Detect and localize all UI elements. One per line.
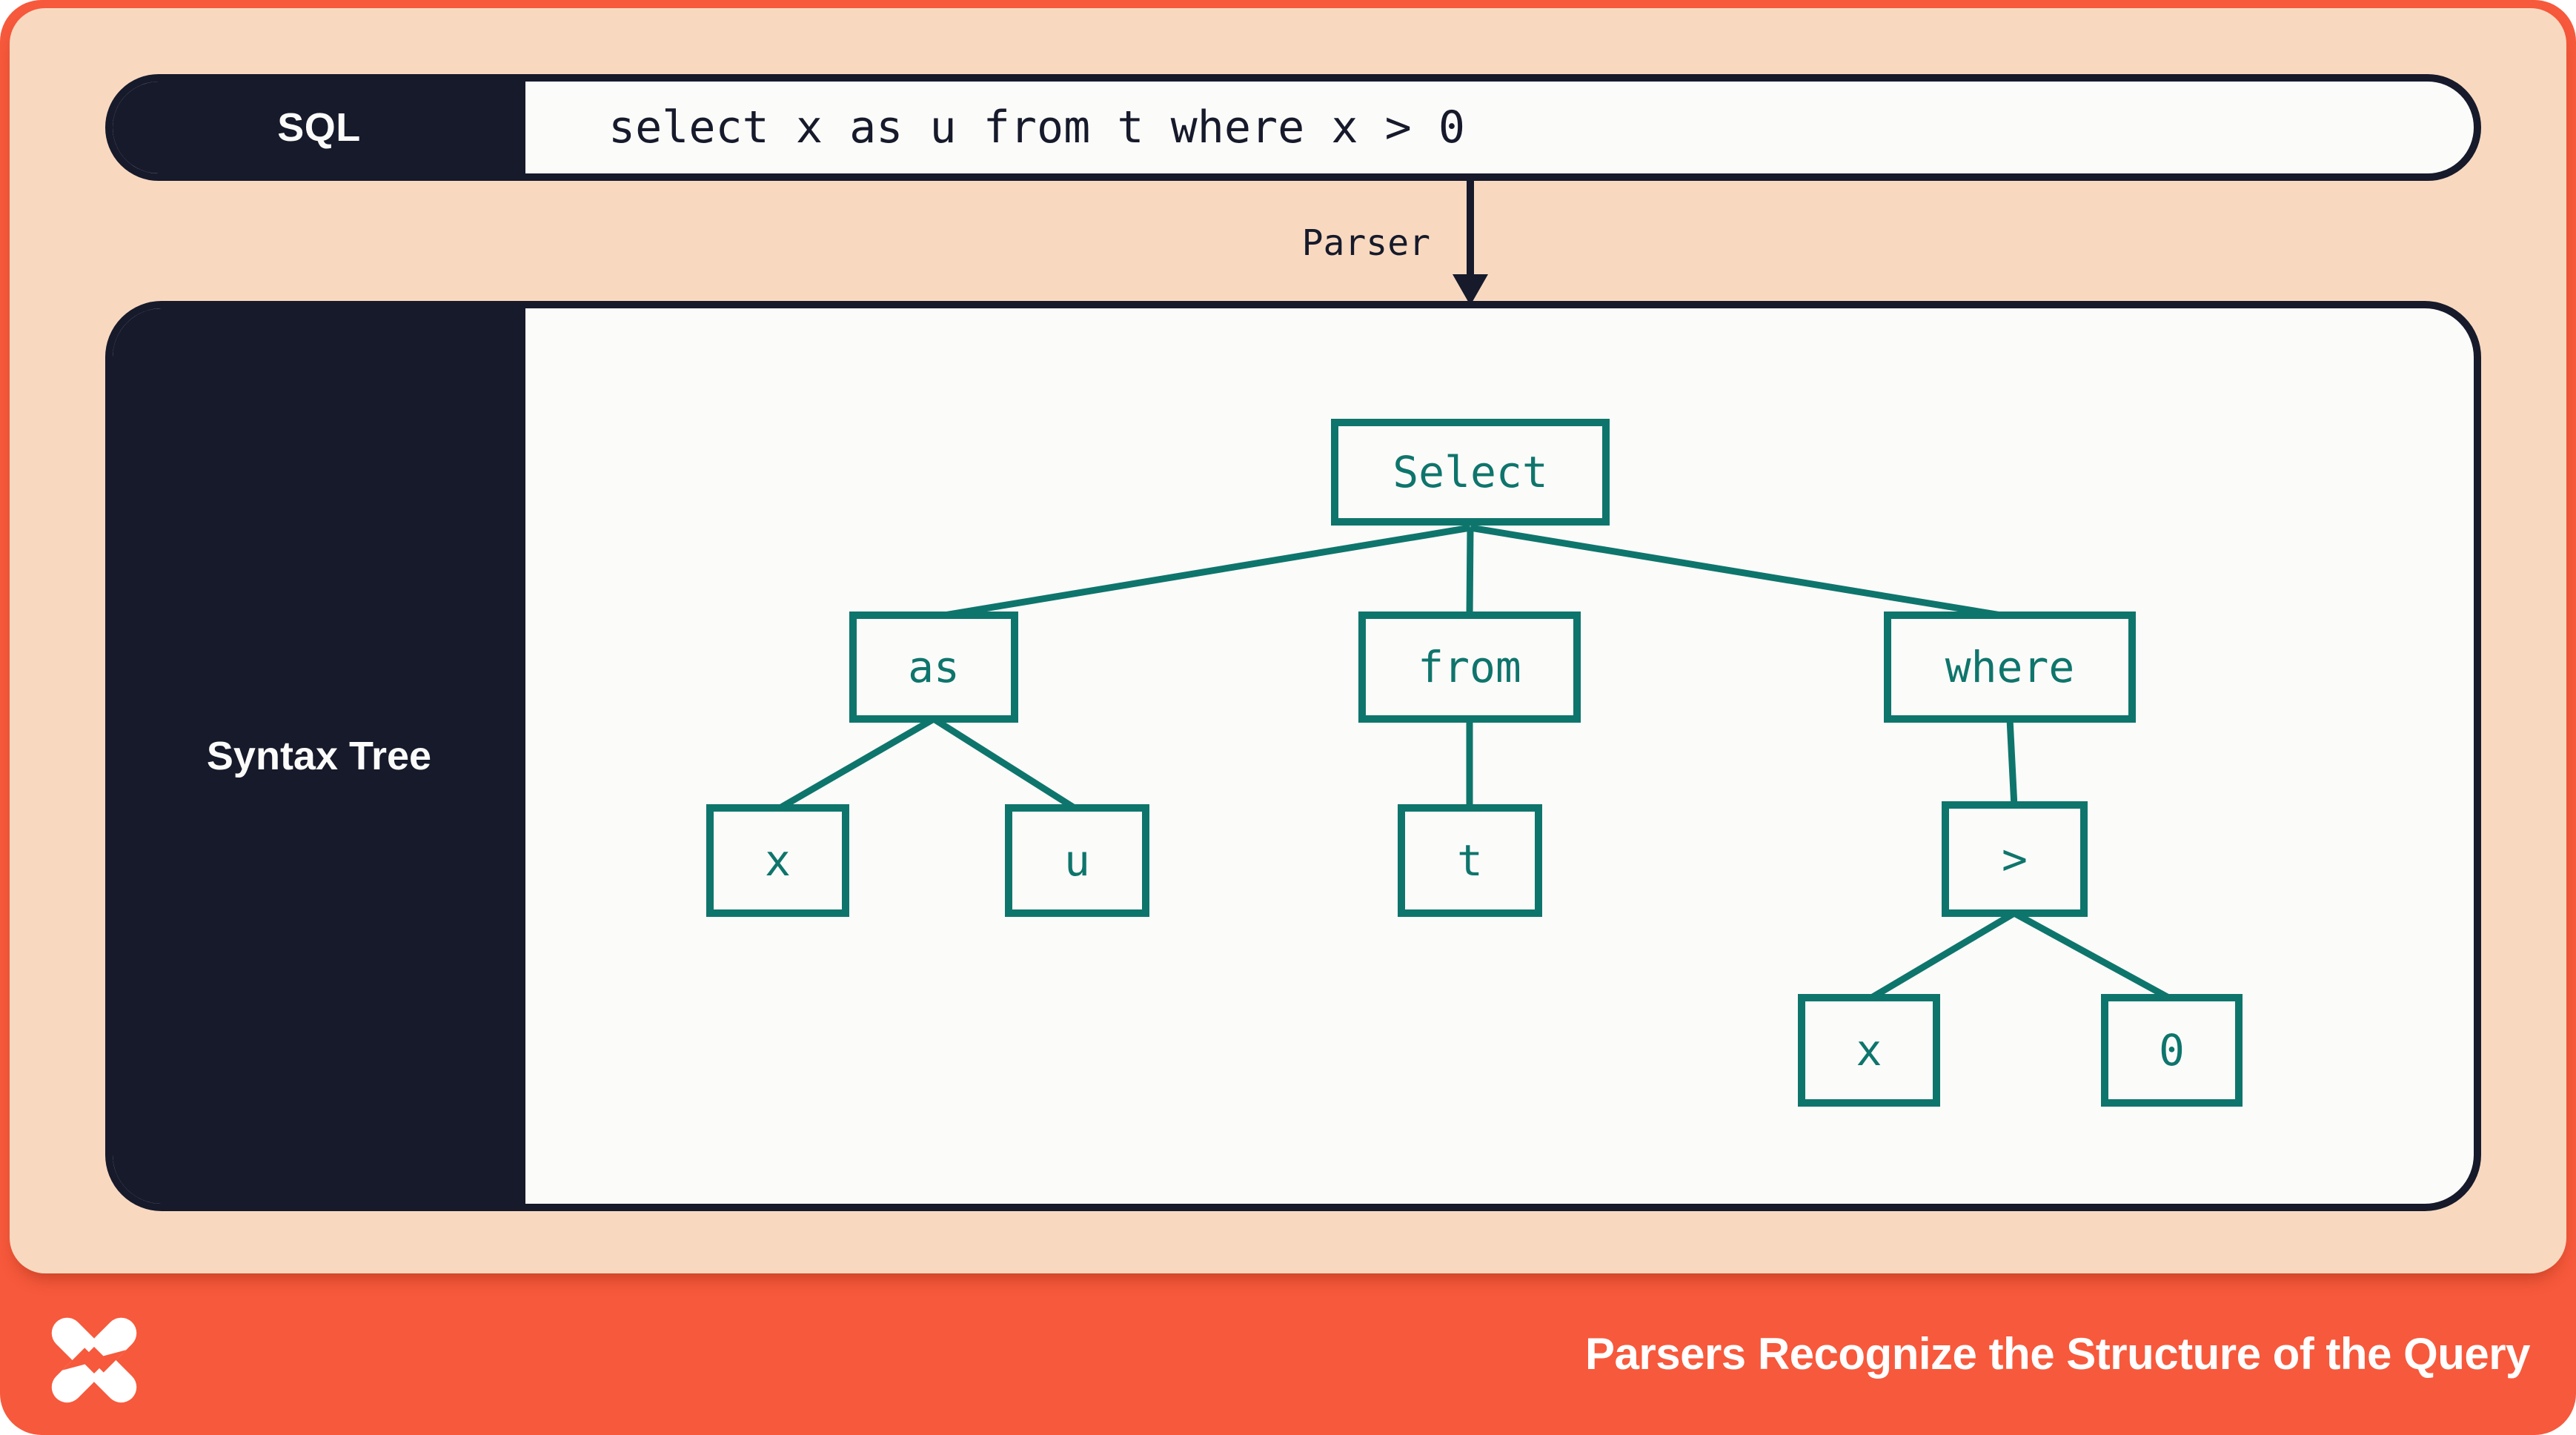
footer-title: Parsers Recognize the Structure of the Q… [1584,1329,2531,1379]
tree-node-x: x [1798,994,1940,1107]
sql-label-section: SQL [113,82,525,173]
parser-arrow [1467,181,1474,277]
sql-query-text: select x as u from t where x > 0 [608,102,1465,153]
tree-node-greater-than: > [1942,801,2088,917]
x-pinwheel-logo-icon [51,1317,137,1403]
sql-query-section: select x as u from t where x > 0 [525,82,2474,173]
tree-node-u: u [1005,804,1149,917]
tree-node-select: Select [1331,419,1610,526]
tree-node-x: x [706,804,849,917]
sql-bar: SQL select x as u from t where x > 0 [105,74,2481,181]
sql-label: SQL [277,105,361,150]
syntax-tree-label: Syntax Tree [206,734,432,778]
syntax-tree-panel: Syntax Tree [105,301,2481,1211]
tree-node-from: from [1358,612,1581,723]
tree-node-where: where [1884,612,2136,723]
tree-node-zero: 0 [2101,994,2243,1107]
parser-label: Parser [1301,222,1430,264]
tree-node-t: t [1398,804,1542,917]
syntax-tree-sidebar: Syntax Tree [113,308,525,1204]
parser-arrow-head-icon [1453,274,1488,305]
tree-node-as: as [849,612,1018,723]
